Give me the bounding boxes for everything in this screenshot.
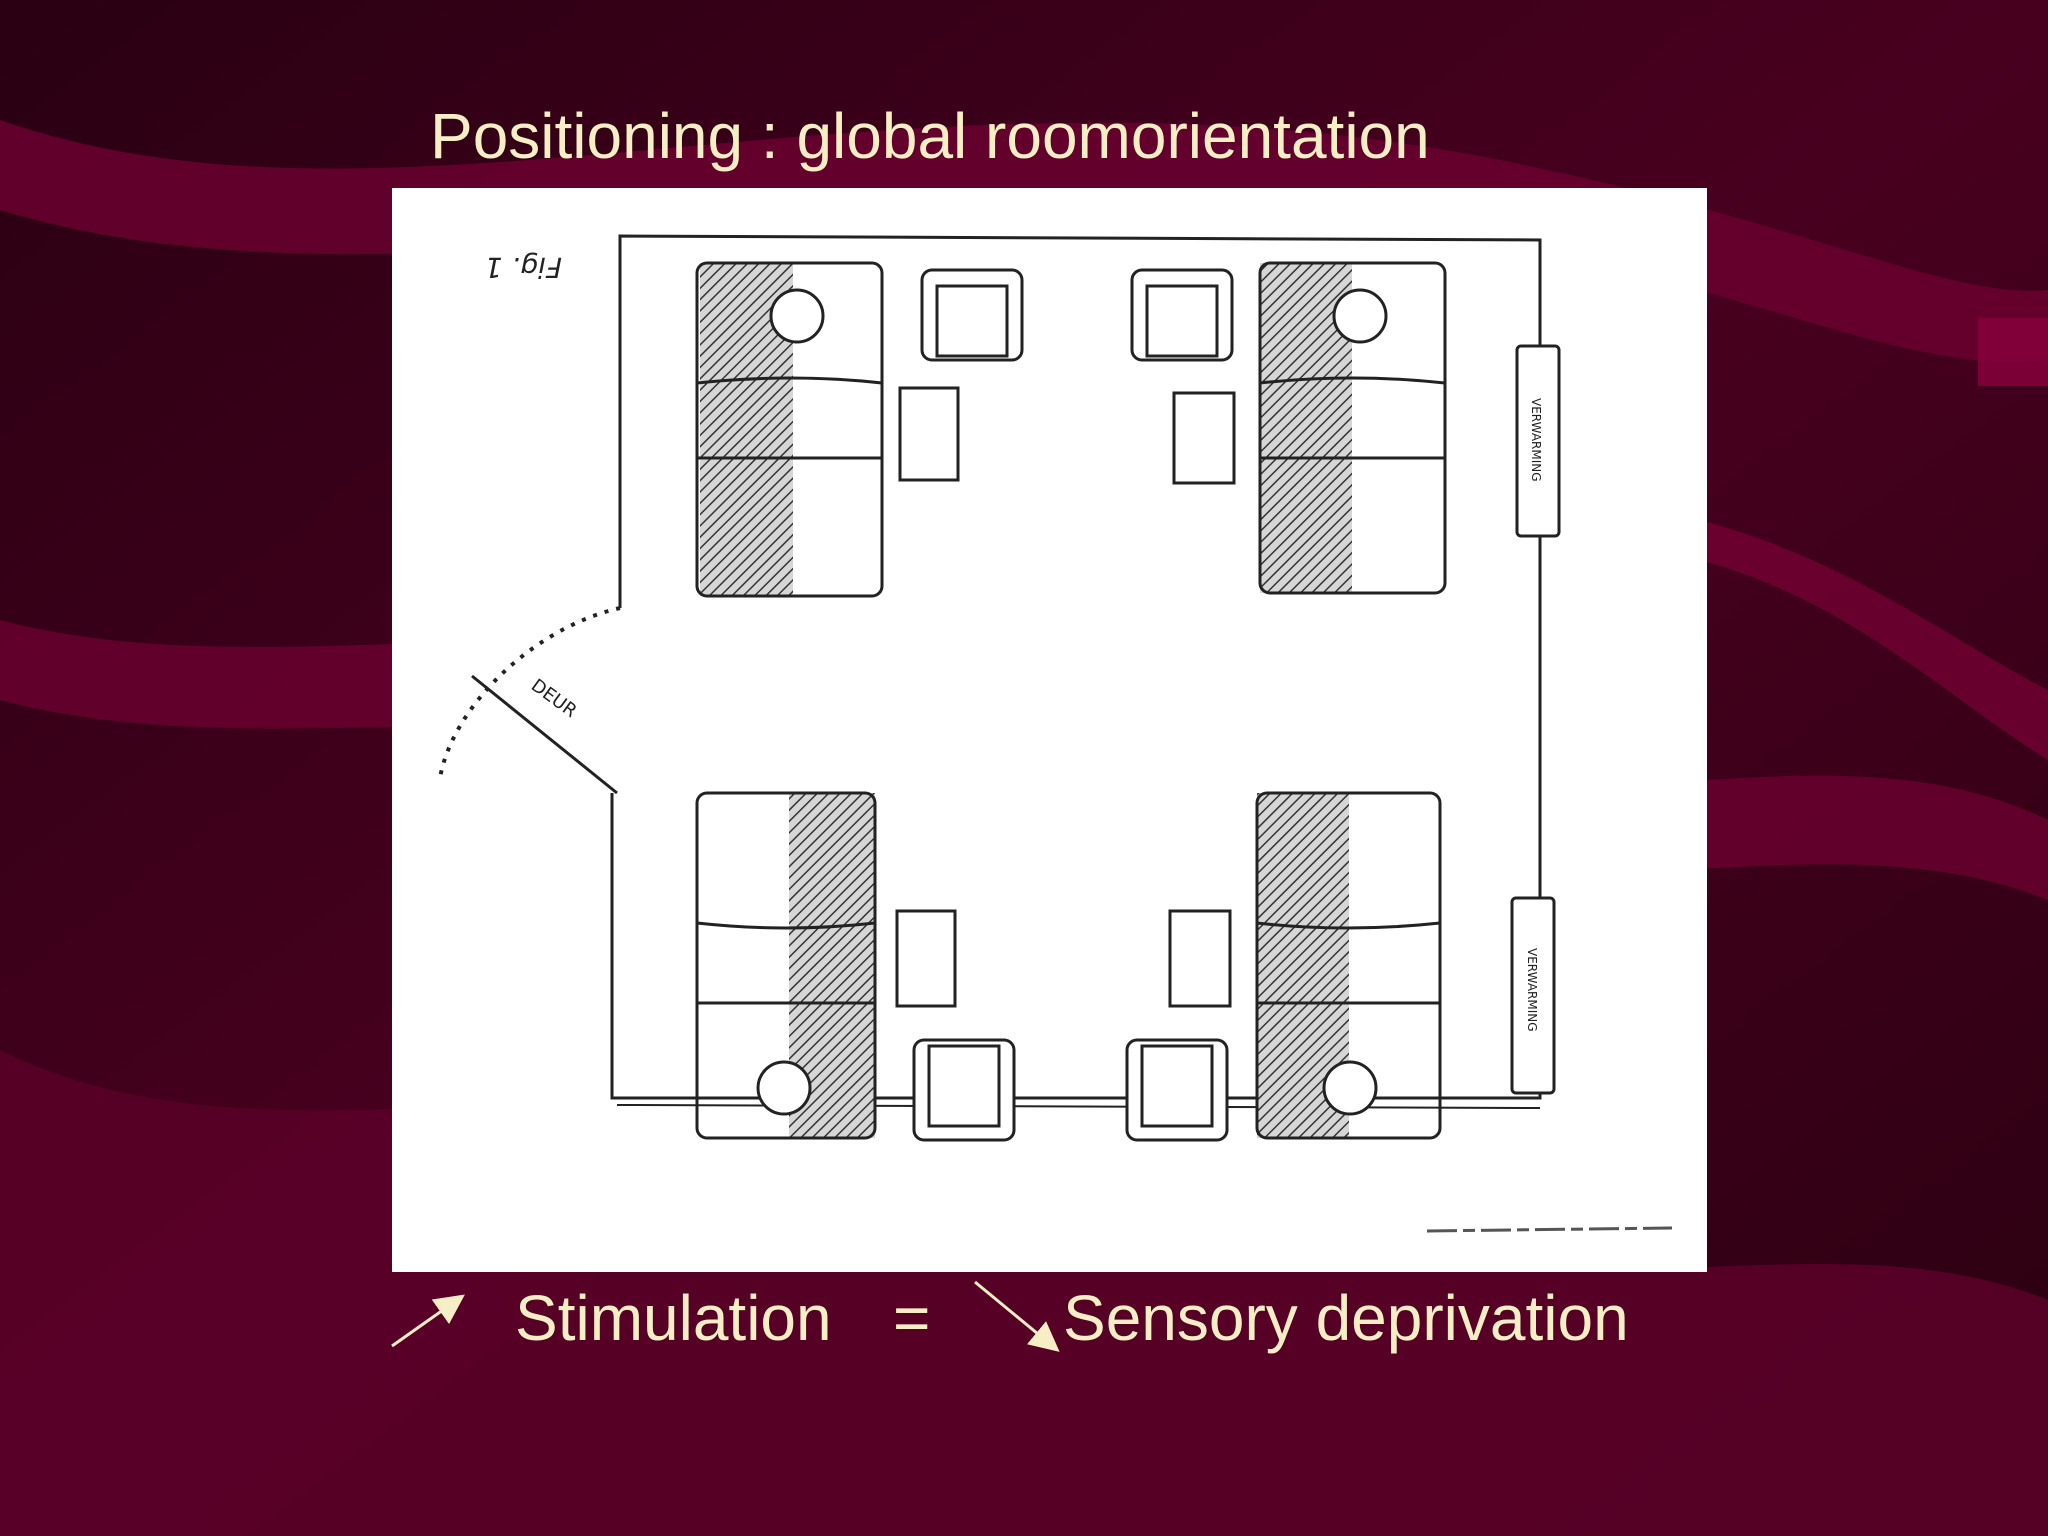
nightstand-top-right <box>1172 391 1236 485</box>
bed-bottom-right <box>1255 791 1442 1140</box>
radiator-label-top: VERWARMING <box>1529 398 1543 482</box>
sensory-deprivation-label: Sensory deprivation <box>1063 1282 1629 1354</box>
scan-scribble <box>1426 1226 1673 1233</box>
figure-label: Fig. 1 <box>485 251 562 284</box>
patient-head <box>1332 288 1388 344</box>
nightstand-bottom-right <box>1168 909 1232 1008</box>
radiator-label-bottom: VERWARMING <box>1525 948 1539 1032</box>
nightstand-top-left <box>898 386 960 482</box>
arrow-down-right-icon <box>974 1280 1060 1352</box>
equals-sign: = <box>893 1282 931 1354</box>
stimulation-label: Stimulation <box>515 1282 832 1354</box>
background-wave <box>0 120 2048 363</box>
radiator-top <box>1515 344 1561 538</box>
bed-top-right <box>1258 261 1447 595</box>
radiator-bottom <box>1510 896 1556 1095</box>
chair-bottom-left <box>912 1038 1016 1142</box>
background-wave <box>1700 520 2048 760</box>
nightstand-bottom-left <box>895 909 957 1008</box>
arrow-up-right-icon <box>391 1294 465 1348</box>
patient-head <box>756 1060 812 1116</box>
bed-bottom-left <box>695 791 877 1140</box>
patient-head <box>769 288 825 344</box>
room-floor-plan: Fig. 1 DEUR <box>392 188 1707 1272</box>
chair-top-right <box>1130 268 1234 362</box>
chair-top-left <box>920 268 1024 362</box>
bed-top-left <box>695 261 884 598</box>
background-accent <box>1978 318 2048 386</box>
patient-head <box>1322 1060 1378 1116</box>
slide-title: Positioning : global roomorientation <box>430 100 1430 172</box>
chair-bottom-right <box>1125 1038 1229 1142</box>
